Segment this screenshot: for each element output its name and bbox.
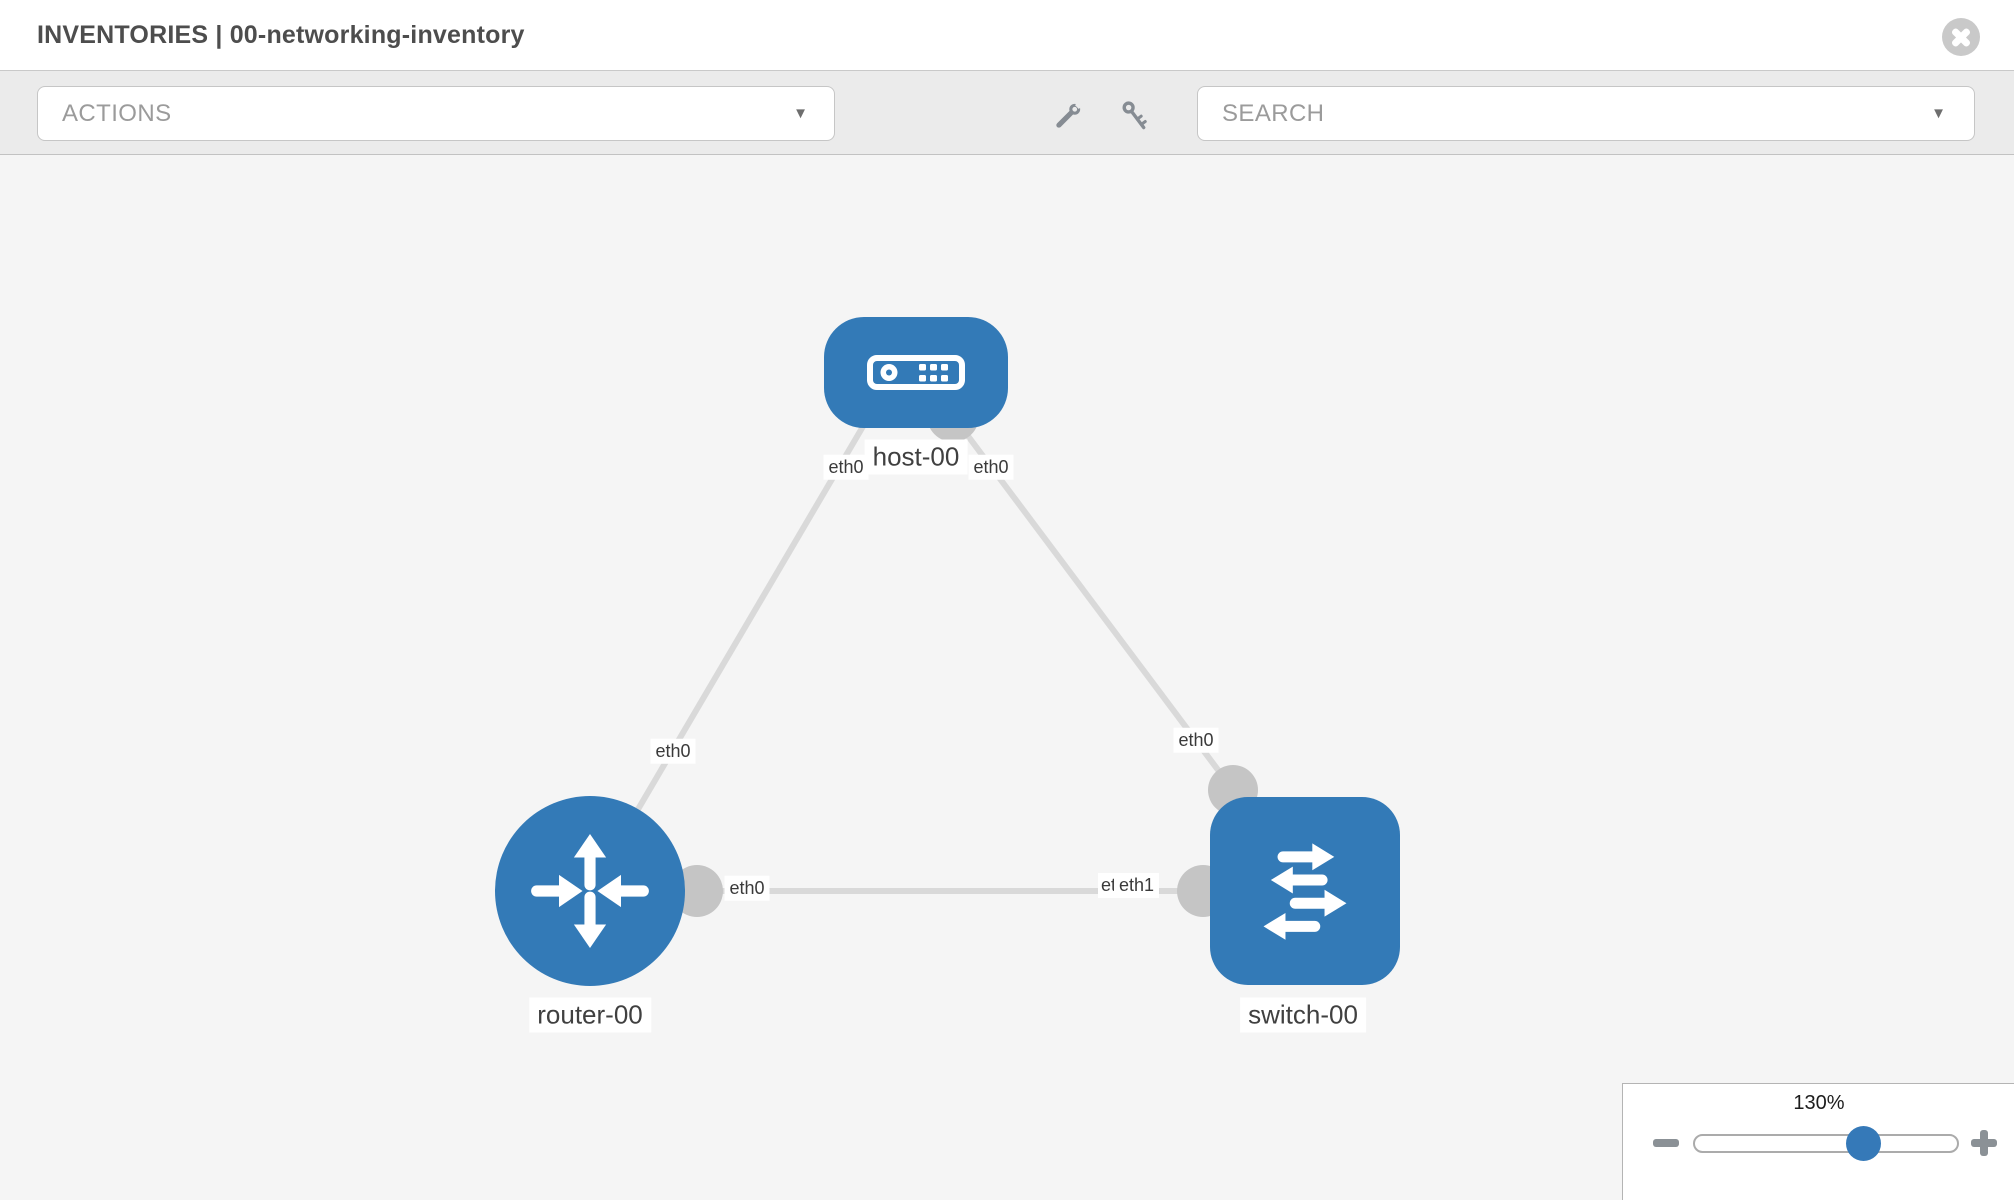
iface-label-router-diag: eth0 [650,738,696,764]
iface-label-router-horiz: eth0 [724,875,770,901]
router-icon [531,833,649,949]
node-router-00[interactable] [495,796,685,986]
iface-label-switch-horiz-back: eth0 [1098,873,1115,898]
node-label-switch: switch-00 [1240,997,1366,1033]
chevron-down-icon: ▼ [1931,105,1946,122]
toolbar: ACTIONS ▼ SEARCH ▼ [0,70,2014,155]
iface-label-host-left: eth0 [823,454,869,480]
wrench-icon[interactable] [1051,99,1085,133]
switch-icon [1263,843,1347,940]
links-layer [587,390,1305,917]
iface-label-switch-top: eth0 [1173,727,1219,753]
header: INVENTORIES | 00-networking-inventory [0,0,2014,70]
search-dropdown-label: SEARCH [1222,100,1325,127]
node-label-router: router-00 [529,997,651,1033]
zoom-slider-track[interactable] [1693,1134,1959,1153]
zoom-control-panel: 130% [1622,1083,2014,1200]
host-icon [867,355,965,390]
node-label-host: host-00 [864,439,968,475]
topology-canvas[interactable]: host-00 router-00 switch-00 eth0 eth0 et… [0,155,2014,1200]
zoom-slider-thumb[interactable] [1846,1126,1881,1161]
minus-icon [1653,1139,1679,1147]
key-icon[interactable] [1118,99,1152,133]
node-switch-00[interactable] [1210,797,1400,985]
search-dropdown[interactable]: SEARCH ▼ [1197,86,1975,141]
chevron-down-icon: ▼ [793,105,808,122]
page-title: INVENTORIES | 00-networking-inventory [37,21,525,49]
plus-icon [1980,1130,1988,1156]
zoom-level-value: 130% [1793,1092,1845,1114]
actions-dropdown-label: ACTIONS [62,100,172,127]
iface-label-host-right: eth0 [968,454,1014,480]
actions-dropdown[interactable]: ACTIONS ▼ [37,86,835,141]
node-host-00[interactable] [824,317,1008,428]
iface-label-switch-horiz: eth1 [1114,873,1160,898]
close-button[interactable] [1942,18,1980,56]
